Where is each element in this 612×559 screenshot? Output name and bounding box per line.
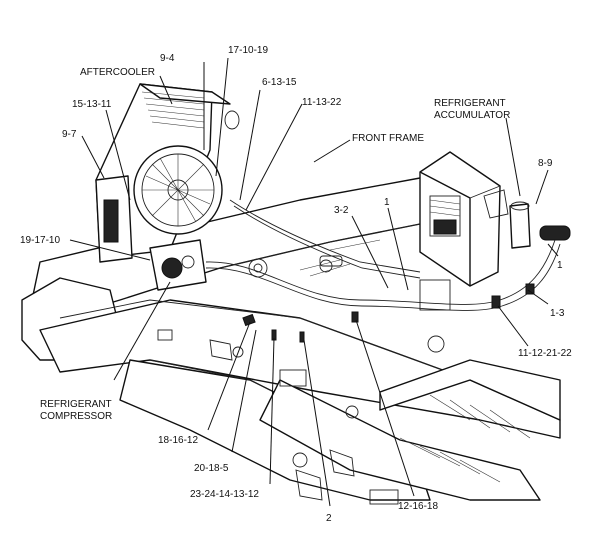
label-front-frame: FRONT FRAME	[352, 133, 424, 144]
label-8-9: 8-9	[538, 158, 553, 169]
label-compressor-line2: COMPRESSOR	[40, 411, 112, 422]
label-20-18-5: 20-18-5	[194, 463, 229, 474]
label-1-top: 1	[384, 197, 390, 208]
label-1-3: 1-3	[550, 308, 565, 319]
label-18-16-12: 18-16-12	[158, 435, 198, 446]
main-frame	[21, 177, 561, 505]
label-accumulator-line2: ACCUMULATOR	[434, 110, 510, 121]
label-15-13-11: 15-13-11	[72, 99, 112, 110]
label-23-24-14-13-12: 23-24-14-13-12	[190, 489, 259, 500]
label-3-2: 3-2	[334, 205, 349, 216]
label-9-7: 9-7	[62, 129, 77, 140]
label-11-13-22: 11-13-22	[302, 97, 342, 108]
label-9-4: 9-4	[160, 53, 175, 64]
label-aftercooler: AFTERCOOLER	[80, 67, 155, 78]
leader-lines	[69, 57, 559, 507]
label-12-16-18: 12-16-18	[398, 501, 438, 512]
label-19-17-10: 19-17-10	[20, 235, 60, 246]
label-compressor-line1: REFRIGERANT	[40, 399, 112, 410]
refrigerant-compressor	[149, 239, 207, 291]
callout-labels: AFTERCOOLER 9-4 17-10-19 6-13-15 11-13-2…	[20, 45, 572, 524]
label-1-right: 1	[557, 260, 563, 271]
label-2: 2	[326, 513, 332, 524]
aftercooler-unit	[95, 83, 240, 263]
label-6-13-15: 6-13-15	[262, 77, 297, 88]
label-accumulator-line1: REFRIGERANT	[434, 98, 506, 109]
label-11-12-21-22: 11-12-21-22	[518, 348, 572, 359]
refrigerant-accumulator	[419, 151, 571, 287]
refrigerant-lines	[205, 199, 561, 343]
label-17-10-19: 17-10-19	[228, 45, 268, 56]
